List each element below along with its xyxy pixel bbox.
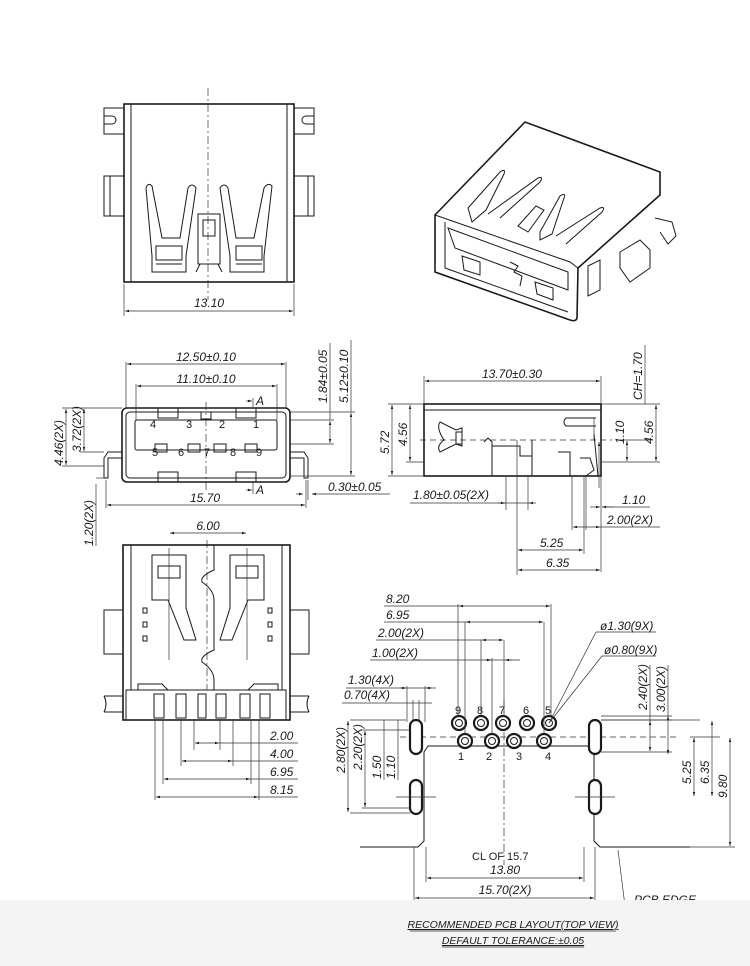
dim-6-95: 6.95 bbox=[386, 608, 410, 622]
tolerance-note: DEFAULT TOLERANCE:±0.05 bbox=[442, 935, 584, 947]
pin-label: 7 bbox=[204, 447, 210, 459]
side-clip-left-top bbox=[103, 107, 125, 135]
dim-overall-width: 15.70 bbox=[190, 491, 220, 505]
dim-height-left: 4.56 bbox=[396, 422, 410, 446]
dim-thickness: 0.30±0.05 bbox=[328, 480, 382, 494]
dim-offset-2: 1.10 bbox=[622, 493, 646, 507]
spring-contact-right bbox=[219, 183, 273, 273]
dim-1-00: 1.00(2X) bbox=[372, 646, 418, 660]
dim-inner-width: 11.10±0.10 bbox=[176, 372, 235, 386]
dim-2-40: 2.40(2X) bbox=[636, 664, 650, 711]
dim-2-80: 2.80(2X) bbox=[334, 727, 348, 774]
section-mark: A bbox=[255, 394, 264, 408]
pin-label: 1 bbox=[458, 751, 464, 763]
dim-6-35: 6.35 bbox=[698, 760, 712, 784]
pin-label: 1 bbox=[253, 419, 259, 431]
pin-label: 3 bbox=[516, 751, 522, 763]
mounting-slot bbox=[587, 718, 603, 756]
front-view: 4 3 2 1 5 6 7 8 9 A A 12.50±0.10 11.10±0… bbox=[52, 340, 390, 546]
dim-9-80: 9.80 bbox=[716, 774, 730, 798]
mounting-slot bbox=[408, 718, 424, 756]
pin-label: 2 bbox=[486, 751, 492, 763]
dim-left-height-2: 3.72(2X) bbox=[70, 406, 84, 452]
pin-label: 9 bbox=[256, 447, 262, 459]
dim-width-label: 13.10 bbox=[194, 296, 224, 310]
dim-foot-height: 1.20(2X) bbox=[82, 500, 96, 546]
dim-2-20: 2.20(2X) bbox=[351, 724, 365, 771]
layout-title: RECOMMENDED PCB LAYOUT(TOP VIEW) bbox=[408, 919, 619, 931]
dim-peg-spacing: 6.00 bbox=[196, 519, 220, 533]
pin-label: 8 bbox=[230, 447, 236, 459]
pin-label: 5 bbox=[545, 705, 551, 717]
dim-15-70: 15.70(2X) bbox=[479, 883, 532, 897]
pin-label: 4 bbox=[150, 419, 156, 431]
dim-slot-outer: 1.30(4X) bbox=[348, 673, 394, 687]
dim-height-right: 4.56 bbox=[642, 420, 656, 444]
side-clip-right-top bbox=[293, 107, 315, 135]
dim-pos-2: 6.35 bbox=[546, 556, 570, 570]
dim-outer-width: 12.50±0.10 bbox=[176, 350, 236, 364]
dim-length: 13.70±0.30 bbox=[482, 367, 542, 381]
tongue-opening bbox=[134, 419, 278, 451]
dim-1-50: 1.50 bbox=[370, 755, 384, 779]
dim-height-1: 1.84±0.05 bbox=[316, 349, 330, 403]
dim-3-00: 3.00(2X) bbox=[654, 666, 668, 712]
center-spring bbox=[195, 213, 223, 273]
dim-height-2: 5.12±0.10 bbox=[337, 349, 351, 403]
dim-slot-inner: 0.70(4X) bbox=[344, 688, 390, 702]
pin-label: 7 bbox=[499, 705, 505, 717]
dim-pos-1: 5.25 bbox=[540, 536, 564, 550]
side-tab-left bbox=[103, 175, 125, 217]
dim-d4: 8.15 bbox=[270, 783, 294, 797]
dim-offset-1: 1.10 bbox=[613, 420, 627, 444]
isometric-view bbox=[434, 121, 677, 322]
pad-holes-top bbox=[450, 714, 558, 732]
dim-5-25: 5.25 bbox=[680, 760, 694, 784]
centerline-label: CL OF 15.7 bbox=[472, 851, 528, 863]
spring-contact-left bbox=[145, 183, 197, 273]
pin-label: 8 bbox=[477, 705, 483, 717]
dim-pitch: 2.00(2X) bbox=[606, 513, 653, 527]
dim-13-80: 13.80 bbox=[490, 863, 520, 877]
pin-label: 2 bbox=[219, 419, 225, 431]
pin-label: 5 bbox=[152, 447, 158, 459]
pin-label: 6 bbox=[178, 447, 184, 459]
bottom-band bbox=[0, 900, 750, 966]
side-tab-right bbox=[293, 175, 315, 217]
dim-chamfer: CH=1.70 bbox=[631, 352, 645, 400]
pin-label: 6 bbox=[523, 705, 529, 717]
side-tab-left bbox=[103, 609, 124, 655]
top-view: 13.10 bbox=[103, 88, 315, 316]
dim-hole-outer: ø1.30(9X) bbox=[600, 619, 653, 633]
dim-hole-inner: ø0.80(9X) bbox=[604, 643, 657, 657]
dim-d3: 6.95 bbox=[270, 765, 294, 779]
pin-label: 4 bbox=[545, 751, 551, 763]
dim-tab-width: 1.80±0.05(2X) bbox=[413, 488, 489, 502]
iso-shell-outline bbox=[434, 121, 661, 322]
dim-d2: 4.00 bbox=[270, 747, 294, 761]
dim-left-height-1: 4.46(2X) bbox=[52, 420, 66, 466]
side-tab-right bbox=[289, 609, 310, 655]
dim-d1: 2.00 bbox=[269, 729, 294, 743]
front-shell-outline bbox=[121, 407, 291, 483]
dim-8-20: 8.20 bbox=[386, 592, 410, 606]
section-mark: A bbox=[255, 483, 264, 497]
dim-height-total: 5.72 bbox=[378, 430, 392, 454]
side-view: 13.70±0.30 CH=1.70 5.72 4.56 4.56 1.10 1… bbox=[378, 345, 660, 575]
pin-label: 3 bbox=[186, 419, 192, 431]
dim-1-10: 1.10 bbox=[384, 755, 398, 779]
dim-2-00: 2.00(2X) bbox=[377, 626, 424, 640]
bottom-view: 6.00 2.00 4.00 6.95 8.15 bbox=[103, 519, 310, 800]
pad-holes-bottom bbox=[456, 732, 553, 750]
